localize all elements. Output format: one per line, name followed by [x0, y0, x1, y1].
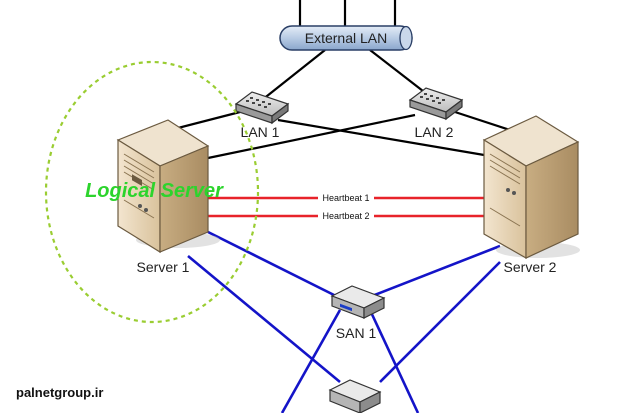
san-links [187, 230, 501, 413]
logical-server-outline [44, 60, 260, 324]
san1-switch: SAN 1 [330, 285, 386, 341]
link-extlan-lan2 [369, 49, 433, 99]
logical-server-group: Logical Server [44, 60, 260, 324]
san2-switch [328, 379, 382, 413]
san1-label: SAN 1 [336, 325, 377, 341]
heartbeat-labels: Heartbeat 1 Heartbeat 2 [318, 192, 374, 221]
lan1-switch: LAN 1 [234, 91, 290, 140]
heartbeat2-label: Heartbeat 2 [322, 211, 369, 221]
link-san1-down-right [368, 309, 420, 413]
san-switch-icon [330, 285, 386, 319]
lan2-switch: LAN 2 [408, 87, 464, 140]
server1-label: Server 1 [137, 259, 190, 275]
link-san1-down-left [280, 309, 342, 413]
link-lan1-server1 [177, 110, 241, 130]
link-server1-san1 [207, 230, 337, 298]
server-icon [482, 115, 580, 260]
san-switch-icon [328, 379, 382, 413]
site-watermark: palnetgroup.ir [16, 385, 103, 400]
link-extlan-lan1 [261, 49, 326, 101]
switch-icon [234, 91, 290, 125]
external-lan-label: External LAN [305, 30, 387, 46]
lan2-label: LAN 2 [415, 124, 454, 140]
server2-label: Server 2 [504, 259, 557, 275]
server1: Server 1 [116, 119, 220, 275]
link-lan2-server2 [454, 110, 511, 132]
lan1-label: LAN 1 [241, 124, 280, 140]
link-server2-san2 [379, 261, 501, 383]
link-server2-san1 [371, 244, 501, 298]
link-lan2-server1 [207, 113, 416, 160]
external-lan-bus: External LAN [279, 25, 413, 51]
server-icon [116, 119, 220, 254]
switch-icon [408, 87, 464, 121]
server2: Server 2 [482, 115, 580, 275]
heartbeat1-label: Heartbeat 1 [322, 193, 369, 203]
logical-server-label: Logical Server [85, 180, 224, 202]
link-server1-san2 [187, 254, 341, 384]
lan-links [177, 0, 511, 160]
link-lan1-server2 [277, 118, 491, 158]
